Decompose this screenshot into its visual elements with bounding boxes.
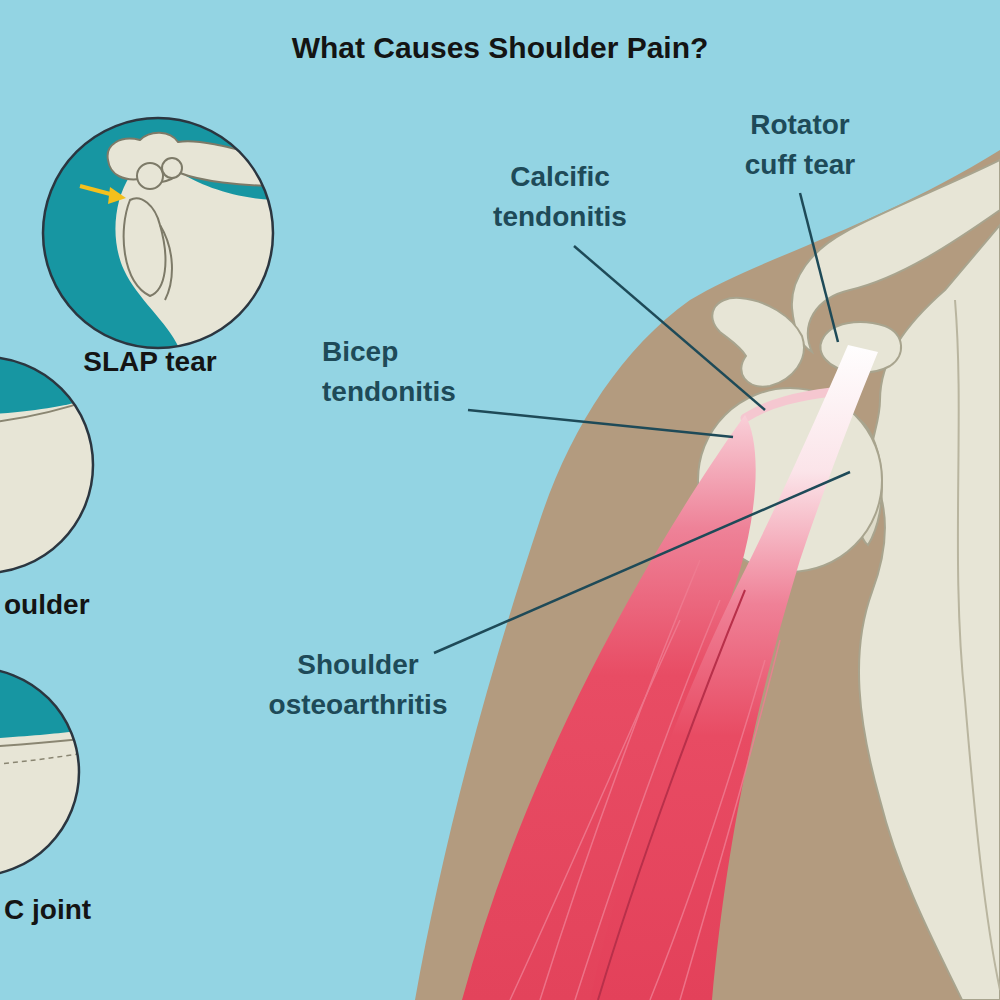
inset-glenoid bbox=[124, 198, 166, 296]
leader-line bbox=[800, 193, 838, 342]
condition-label: Calcific tendonitis bbox=[493, 157, 627, 237]
inset-slap bbox=[40, 110, 280, 350]
coracoid-process bbox=[712, 298, 804, 387]
inset-frozen bbox=[0, 350, 110, 590]
body-skin bbox=[415, 150, 1000, 1000]
biceps-right-head bbox=[590, 345, 878, 1000]
inset-border bbox=[0, 357, 93, 573]
diagram-title: What Causes Shoulder Pain? bbox=[0, 28, 1000, 68]
inset-border bbox=[0, 668, 79, 876]
condition-label: Rotator cuff tear bbox=[725, 105, 875, 185]
inset-acromion bbox=[108, 133, 280, 186]
inset-teal bbox=[0, 660, 100, 745]
muscle-fibre bbox=[510, 620, 680, 1000]
arrow-shaft bbox=[80, 186, 114, 195]
leader-line bbox=[434, 472, 850, 653]
inset-scapula-edge bbox=[160, 225, 172, 300]
arrow-head bbox=[108, 187, 126, 204]
muscle-fibre bbox=[650, 660, 765, 1000]
muscle-fibre bbox=[680, 640, 780, 1000]
inset-ground bbox=[0, 350, 110, 590]
inset-label: C joint bbox=[4, 890, 91, 930]
leader-line bbox=[468, 410, 733, 437]
leader-lines bbox=[434, 193, 850, 653]
inset-ground bbox=[40, 110, 280, 350]
inset-label: oulder bbox=[4, 585, 90, 625]
scapula-ridge bbox=[955, 300, 1000, 990]
inset-border bbox=[43, 118, 273, 348]
clavicle-bone bbox=[792, 160, 1000, 352]
inset-teal bbox=[40, 110, 280, 350]
inset-label: SLAP tear bbox=[83, 342, 216, 382]
muscle-fibre bbox=[575, 600, 720, 1000]
inset-ac bbox=[0, 660, 100, 890]
inset-knob bbox=[162, 158, 182, 178]
inset-ground bbox=[0, 660, 100, 890]
inset-knob bbox=[137, 163, 163, 189]
leader-line bbox=[574, 246, 765, 410]
condition-label: Bicep tendonitis bbox=[322, 332, 456, 412]
condition-label: Shoulder osteoarthritis bbox=[269, 645, 448, 725]
muscle-fibres bbox=[510, 560, 780, 1000]
